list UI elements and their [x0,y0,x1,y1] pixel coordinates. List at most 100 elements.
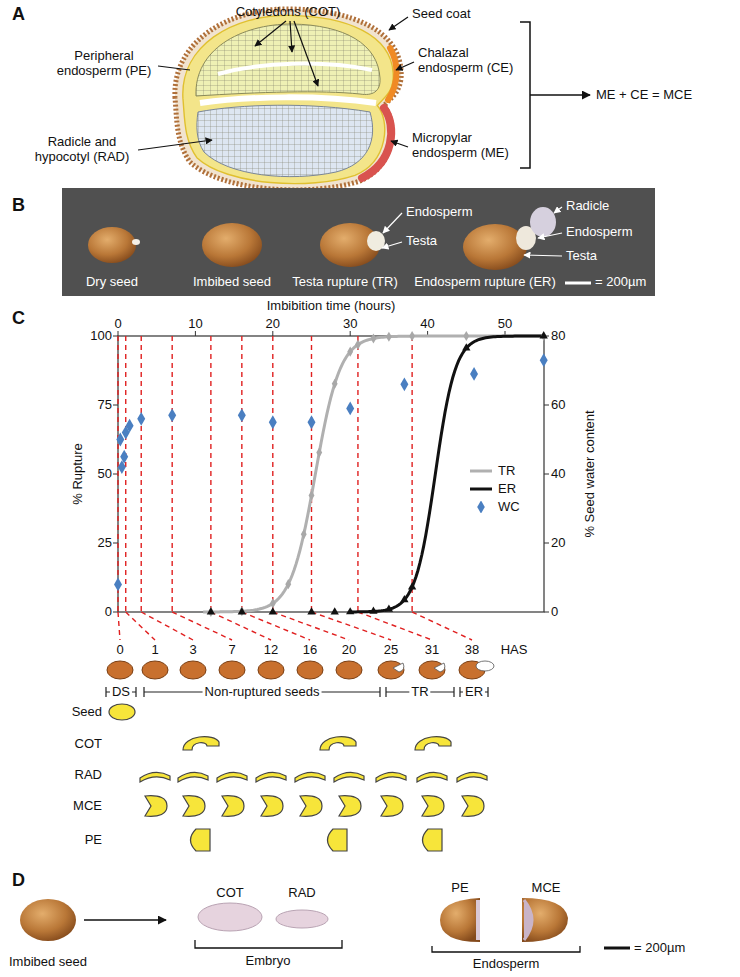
radicle-tissue [256,772,286,782]
peripheral-endosperm-tissue [328,829,348,851]
mce-tissue [462,796,484,817]
label-box: Chalazal endosperm (CE) [418,46,518,76]
wc-point [540,353,548,367]
mce-tissue [300,796,322,817]
label: 7 [228,643,235,658]
label-box: Testa [566,248,597,264]
label: COT [75,737,102,752]
label-box: 30 [343,316,357,332]
label-box: 20 [342,642,356,658]
label: Testa [566,249,597,264]
time-line [117,336,118,612]
label: % Seed water content [583,410,598,537]
leader-line [396,62,414,70]
label-box: Imbibition time (hours) [267,298,396,314]
label: 20 [266,317,280,332]
legend-text: WC [498,500,520,515]
scale-bar [565,282,591,285]
leader-line [554,207,562,213]
time-line [141,336,142,612]
seed-icon [419,661,445,679]
label-box: PE [85,832,102,848]
label-box: % Rupture [70,443,86,504]
time-line [312,612,392,640]
label: Radicle and hypocotyl (RAD) [28,135,136,165]
time-line [357,336,358,612]
label: Endosperm [473,957,539,972]
label-box: 40 [551,466,565,482]
legend-line [470,488,492,491]
label: 0 [116,643,123,658]
label: Embryo [246,954,291,969]
label: COT [216,886,243,901]
cotyledon-tissue [183,737,219,750]
label: Non-ruptured seeds [203,685,322,700]
seed-icon [219,661,245,679]
leader-line [382,242,402,248]
cotyledon-part [198,903,262,931]
radicle-tissue [217,772,247,782]
chalazal-endosperm [388,48,397,100]
tick [544,612,549,613]
tick [544,543,549,544]
label-box: 20 [266,316,280,332]
label-box: PE [451,880,468,896]
label-box: 38 [465,642,479,658]
tr-point [270,598,276,608]
label-box: Non-ruptured seeds [203,684,322,700]
label-box: 7 [228,642,235,658]
label-box: MCE [73,798,102,814]
tick [544,474,549,475]
label: Cotyledons (COT) [236,5,341,20]
label: RAD [288,886,315,901]
label: 16 [303,643,317,658]
radicle-hypocotyl [197,105,373,176]
label-box: 10 [188,316,202,332]
label-box: COT [75,736,102,752]
label-box: 16 [303,642,317,658]
label: 12 [264,643,278,658]
peripheral-endosperm [183,15,393,183]
label: PE [451,881,468,896]
whole-seed-tissue [109,704,135,720]
leader-line [538,233,562,238]
label: 25 [384,643,398,658]
tr-curve [203,336,544,612]
seed-icon [107,661,133,679]
time-line [311,336,312,612]
leader-line [524,255,562,256]
dry-seed [88,227,136,263]
er-point [462,343,470,350]
label: PE [85,833,102,848]
tr-point [409,331,415,341]
seed-icon [258,661,284,679]
label: Chalazal endosperm (CE) [418,46,518,76]
leader-line [383,213,402,233]
radicle-protrusion [476,661,494,671]
label: Seed [72,705,102,720]
label-box: Endosperm [473,956,539,972]
sampling-scheme [106,661,494,851]
er-point [331,607,339,614]
label: Endosperm [566,225,632,240]
label-box: ME + CE = MCE [596,87,692,103]
label: Testa rupture (TR) [292,275,397,290]
wc-point [269,415,277,429]
label-box: MCE [532,880,561,896]
radicle-tissue [417,772,447,782]
label: 38 [465,643,479,658]
leader-line [391,141,408,147]
label-box: 0 [114,316,121,332]
legend-diamond [477,501,485,513]
radicle-tissue [334,772,364,782]
label-box: = 200µm [634,940,685,956]
label: 80 [551,329,565,344]
label-box: 60 [551,397,565,413]
label: 0 [551,605,558,620]
tick [195,331,196,336]
label: = 200µm [634,941,685,956]
rupture-chart [113,331,549,640]
label: Seed coat [412,7,471,22]
label: 40 [420,317,434,332]
panel-letter: C [12,308,25,329]
